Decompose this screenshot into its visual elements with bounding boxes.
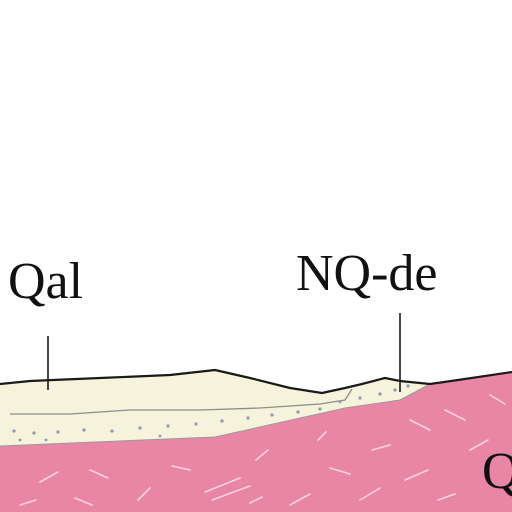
- label-nqde: NQ-de: [296, 245, 438, 302]
- alluvium-unit: [0, 370, 430, 446]
- bedrock-texture: [19, 394, 506, 506]
- alluvium-base-contact: [0, 383, 431, 447]
- label-qal: Qal: [8, 253, 83, 310]
- bedrock-unit: [0, 372, 512, 512]
- gravel-dots: [12, 384, 410, 442]
- ground-surface-line: [0, 368, 512, 395]
- alluvium-internal-contact: [10, 388, 353, 415]
- label-partial-right: Q: [482, 443, 512, 500]
